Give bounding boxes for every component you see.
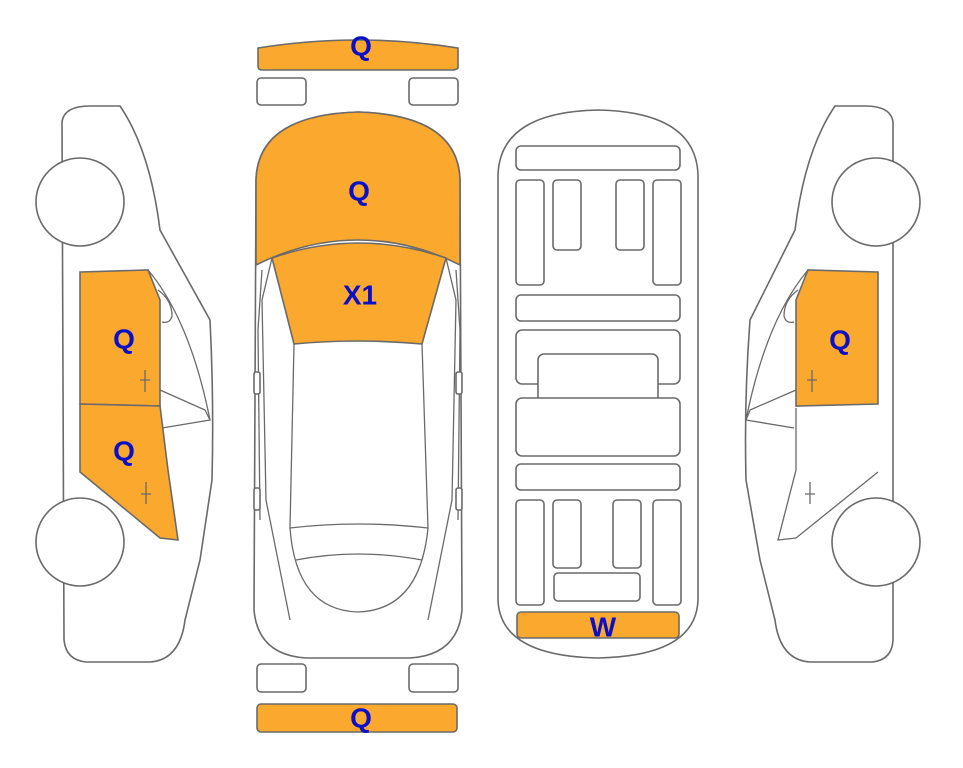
underbody-view <box>497 109 699 659</box>
left-rear-door-panel[interactable] <box>79 403 179 541</box>
underbody-rear-panel[interactable] <box>516 611 680 639</box>
right-front-wheel <box>831 157 921 247</box>
top-view <box>253 39 463 733</box>
left-rear-door-label: Q <box>113 436 135 467</box>
front-bumper-label: Q <box>350 31 372 62</box>
left-front-wheel <box>35 157 125 247</box>
windshield-label: X1 <box>343 280 377 311</box>
front-bumper-panel[interactable] <box>257 39 459 71</box>
left-side-view <box>35 105 214 663</box>
taillight-right <box>408 663 459 693</box>
headlight-left <box>256 77 307 106</box>
left-rear-wheel <box>35 497 125 587</box>
left-front-door-panel[interactable] <box>79 269 161 407</box>
right-side-view <box>744 105 921 663</box>
hood-panel[interactable] <box>255 111 461 267</box>
rear-bumper-panel[interactable] <box>256 703 458 733</box>
right-rear-wheel <box>831 497 921 587</box>
taillight-left <box>256 663 307 693</box>
left-front-door-label: Q <box>113 324 135 355</box>
headlight-right <box>408 77 459 106</box>
right-front-door-label: Q <box>829 325 851 356</box>
underbody-rear-label: W <box>590 612 617 643</box>
rear-bumper-label: Q <box>350 703 372 734</box>
right-front-door-panel[interactable] <box>795 269 879 407</box>
hood-label: Q <box>348 176 370 207</box>
